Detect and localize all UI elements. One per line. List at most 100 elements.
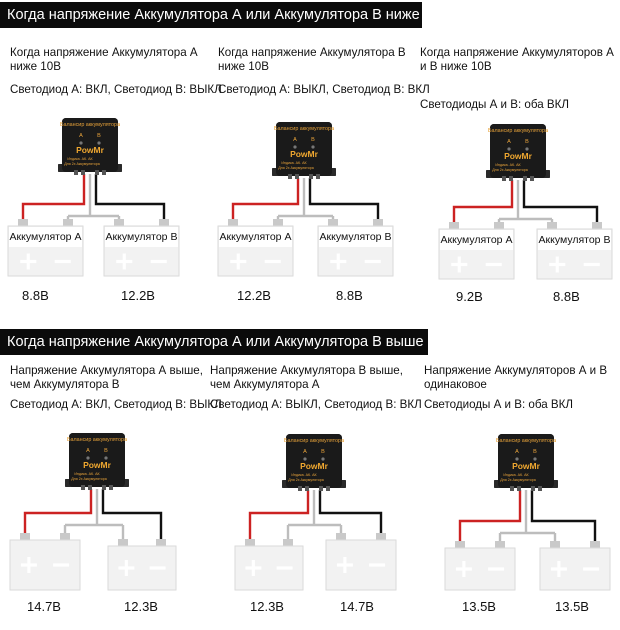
device-spec-2: Для 2х Аккумулятора — [64, 162, 99, 166]
positive-wire — [452, 180, 514, 222]
voltage-a: 13.5В — [462, 599, 496, 614]
battery-body — [234, 545, 304, 591]
device-spec-2: Для 2х Аккумулятора — [288, 478, 323, 482]
battery-body — [325, 539, 397, 591]
case-heading: Когда напряжение Аккумуляторов А и В ниж… — [420, 46, 614, 73]
terminal — [319, 486, 323, 491]
voltage-a: 8.8В — [22, 288, 49, 303]
terminal — [510, 486, 514, 491]
battery-icon: Аккумулятор А — [438, 222, 515, 280]
voltage-a: 12.3В — [250, 599, 284, 614]
minus-icon — [485, 262, 502, 267]
device-brand: PowMr — [76, 145, 105, 155]
led-b-icon — [525, 147, 529, 151]
led-b-icon — [321, 457, 325, 461]
battery-label: Аккумулятор В — [320, 231, 392, 243]
positive-wire — [21, 174, 86, 219]
terminal — [81, 485, 85, 490]
terminal — [326, 486, 330, 491]
voltage-a: 12.2В — [237, 288, 271, 303]
led-status: Светодиоды А и В: оба ВКЛ — [424, 398, 574, 411]
led-b-icon — [104, 456, 108, 460]
plus-icon — [118, 560, 135, 576]
device-body — [62, 118, 118, 172]
battery-terminal — [63, 219, 73, 227]
wires — [21, 174, 166, 219]
device-spec-1: Индика. АК. АК — [67, 157, 93, 161]
device-title: Балансир аккумулятора — [284, 438, 344, 444]
terminal — [517, 486, 521, 491]
device-body — [498, 434, 554, 488]
plus-icon — [116, 253, 133, 270]
terminal — [74, 170, 78, 175]
battery-terminal — [245, 539, 255, 547]
device-body — [69, 433, 125, 487]
device-title: Балансир аккумулятора — [488, 128, 548, 134]
battery-icon — [539, 541, 611, 591]
plus-icon — [330, 253, 347, 270]
common-wire — [63, 489, 125, 539]
minus-icon — [276, 566, 293, 570]
plus-icon — [550, 561, 567, 577]
minus-icon — [364, 259, 381, 264]
terminal — [102, 485, 106, 490]
battery-terminal — [590, 541, 600, 549]
battery-terminal — [455, 541, 465, 549]
battery-icon: Аккумулятор А — [7, 219, 84, 277]
terminal — [102, 170, 106, 175]
battery-terminal — [449, 222, 459, 230]
common-wire — [497, 180, 554, 222]
terminal — [531, 486, 535, 491]
led-a-icon — [86, 456, 90, 460]
voltage-a: 9.2В — [456, 289, 483, 304]
positive-wire — [458, 490, 522, 541]
terminal — [95, 170, 99, 175]
battery-label-area — [9, 227, 82, 247]
battery-terminal — [60, 533, 70, 541]
minus-icon — [264, 259, 281, 264]
led-a-icon — [303, 457, 307, 461]
minus-icon — [583, 567, 600, 571]
device-label-a: A — [303, 449, 307, 455]
terminal — [523, 176, 527, 181]
negative-wire — [318, 490, 383, 533]
section-title-low-voltage: Когда напряжение Аккумулятора А или Акку… — [0, 2, 450, 28]
device-label-a: A — [86, 448, 90, 454]
led-status: Светодиод А: ВЫКЛ, Светодиод В: ВКЛ — [210, 398, 422, 411]
negative-wire — [94, 174, 166, 219]
minus-icon — [150, 259, 167, 264]
minus-icon — [583, 262, 600, 267]
plus-icon — [549, 256, 566, 273]
voltage-b: 12.2В — [121, 288, 155, 303]
case-heading: Когда напряжение Аккумулятора А ниже 10В — [10, 46, 198, 73]
battery-terminal — [336, 533, 346, 541]
led-a-icon — [293, 145, 297, 149]
battery-icon — [444, 541, 516, 591]
positive-wire — [248, 490, 310, 539]
device-title: Балансир аккумулятора — [496, 438, 556, 444]
case-heading: Напряжение Аккумулятора В выше, чем Акку… — [210, 364, 403, 391]
device-label-a: A — [293, 137, 297, 143]
battery-label: Аккумулятор А — [10, 231, 82, 243]
plus-icon — [336, 557, 353, 573]
negative-wire — [308, 178, 380, 219]
minus-icon — [53, 563, 70, 567]
device-label-b: B — [533, 449, 537, 455]
device-spec-1: Индика. АК. АК — [495, 163, 521, 167]
voltage-b: 14.7В — [340, 599, 374, 614]
case-heading: Напряжение Аккумулятора А выше, чем Акку… — [10, 364, 203, 391]
battery-terminal — [494, 222, 504, 230]
device-label-b: B — [104, 448, 108, 454]
voltage-a: 14.7В — [27, 599, 61, 614]
battery-terminal — [156, 539, 166, 547]
battery-icon — [325, 533, 397, 591]
case-heading: Когда напряжение Аккумулятора В ниже 10В — [218, 46, 406, 73]
